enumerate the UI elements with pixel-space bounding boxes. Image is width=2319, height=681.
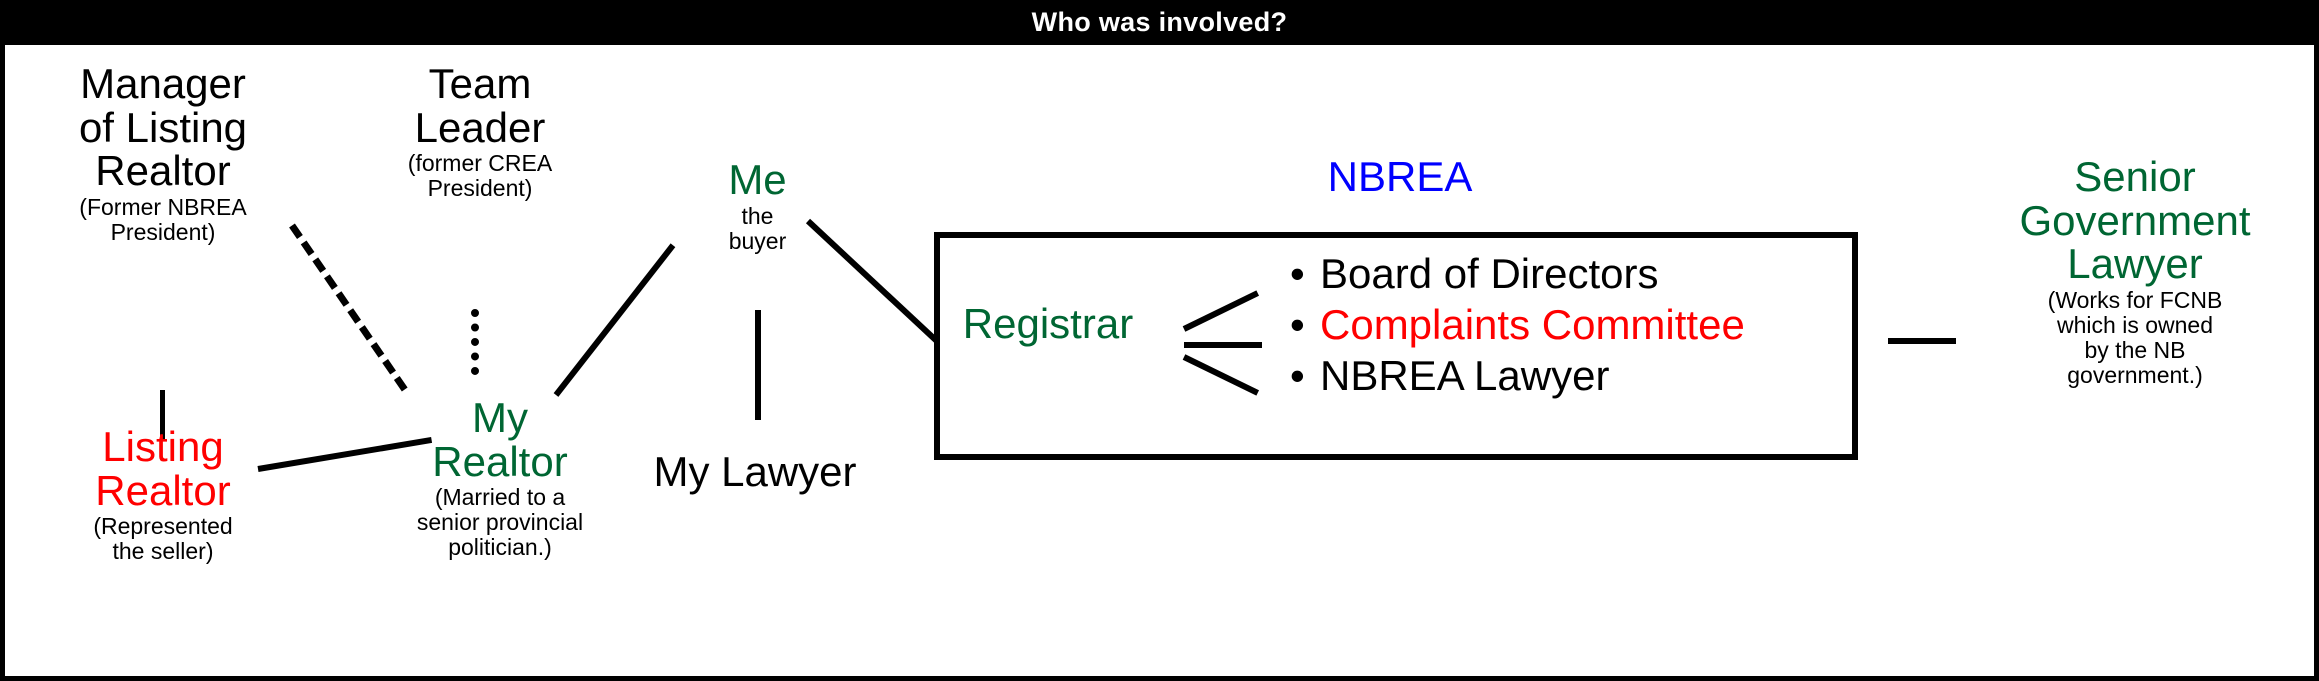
connector-my-realtor-to-me bbox=[553, 243, 676, 397]
page-title-text: Who was involved? bbox=[1031, 7, 1288, 37]
connector-team-leader-to-my-realtor bbox=[471, 309, 479, 375]
node-my-lawyer[interactable]: My Lawyer bbox=[615, 450, 895, 494]
node-listing-realtor-title: Listing Realtor bbox=[95, 423, 231, 514]
connector-manager-to-listing-realtor bbox=[160, 390, 165, 440]
node-me-title: Me bbox=[728, 156, 787, 203]
node-manager-of-listing-realtor[interactable]: Manager of Listing Realtor (Former NBREA… bbox=[18, 62, 308, 245]
node-my-realtor-note: (Married to a senior provincial politici… bbox=[416, 484, 584, 560]
node-listing-realtor[interactable]: Listing Realtor (Represented the seller) bbox=[18, 425, 308, 564]
node-team-leader-note: (former CREA President) bbox=[407, 150, 553, 202]
list-item-label: NBREA Lawyer bbox=[1320, 352, 1610, 400]
nbrea-panel bbox=[934, 232, 1858, 460]
list-item[interactable]: • NBREA Lawyer bbox=[1290, 352, 1850, 399]
node-me[interactable]: Me the buyer bbox=[665, 158, 850, 253]
node-manager-of-listing-realtor-title: Manager of Listing Realtor bbox=[78, 60, 248, 195]
nbrea-member-list: • Board of Directors • Complaints Commit… bbox=[1290, 250, 1850, 403]
node-registrar[interactable]: Registrar bbox=[962, 300, 1134, 347]
node-nbrea-label[interactable]: NBREA bbox=[1230, 155, 1570, 199]
connector-manager-to-my-realtor bbox=[289, 223, 408, 392]
node-manager-of-listing-realtor-note: (Former NBREA President) bbox=[79, 194, 247, 245]
connector-nbrea-to-senior-government-lawyer bbox=[1888, 338, 1956, 344]
node-me-note: the buyer bbox=[728, 202, 787, 254]
bullet-icon: • bbox=[1290, 352, 1305, 400]
list-item-label: Board of Directors bbox=[1320, 250, 1659, 297]
bullet-icon: • bbox=[1290, 301, 1305, 349]
node-my-lawyer-title: My Lawyer bbox=[653, 448, 857, 495]
node-senior-government-lawyer-note: (Works for FCNB which is owned by the NB… bbox=[2047, 287, 2223, 388]
page-title: Who was involved? bbox=[0, 0, 2319, 45]
node-nbrea-label-title: NBREA bbox=[1327, 153, 1473, 200]
connector-registrar-to-complaints bbox=[1184, 342, 1262, 348]
node-team-leader[interactable]: Team Leader (former CREA President) bbox=[360, 62, 600, 201]
node-senior-government-lawyer[interactable]: Senior Government Lawyer (Works for FCNB… bbox=[1965, 155, 2305, 387]
node-my-realtor-title: My Realtor bbox=[432, 394, 568, 485]
node-listing-realtor-note: (Represented the seller) bbox=[93, 513, 233, 565]
node-senior-government-lawyer-title: Senior Government Lawyer bbox=[2019, 153, 2251, 288]
list-item[interactable]: • Complaints Committee bbox=[1290, 301, 1850, 348]
connector-me-to-my-lawyer bbox=[755, 310, 761, 420]
list-item[interactable]: • Board of Directors bbox=[1290, 250, 1850, 297]
node-my-realtor[interactable]: My Realtor (Married to a senior provinci… bbox=[375, 396, 625, 560]
list-item-label: Complaints Committee bbox=[1320, 301, 1745, 349]
node-team-leader-title: Team Leader bbox=[414, 60, 546, 151]
bullet-icon: • bbox=[1290, 250, 1305, 297]
